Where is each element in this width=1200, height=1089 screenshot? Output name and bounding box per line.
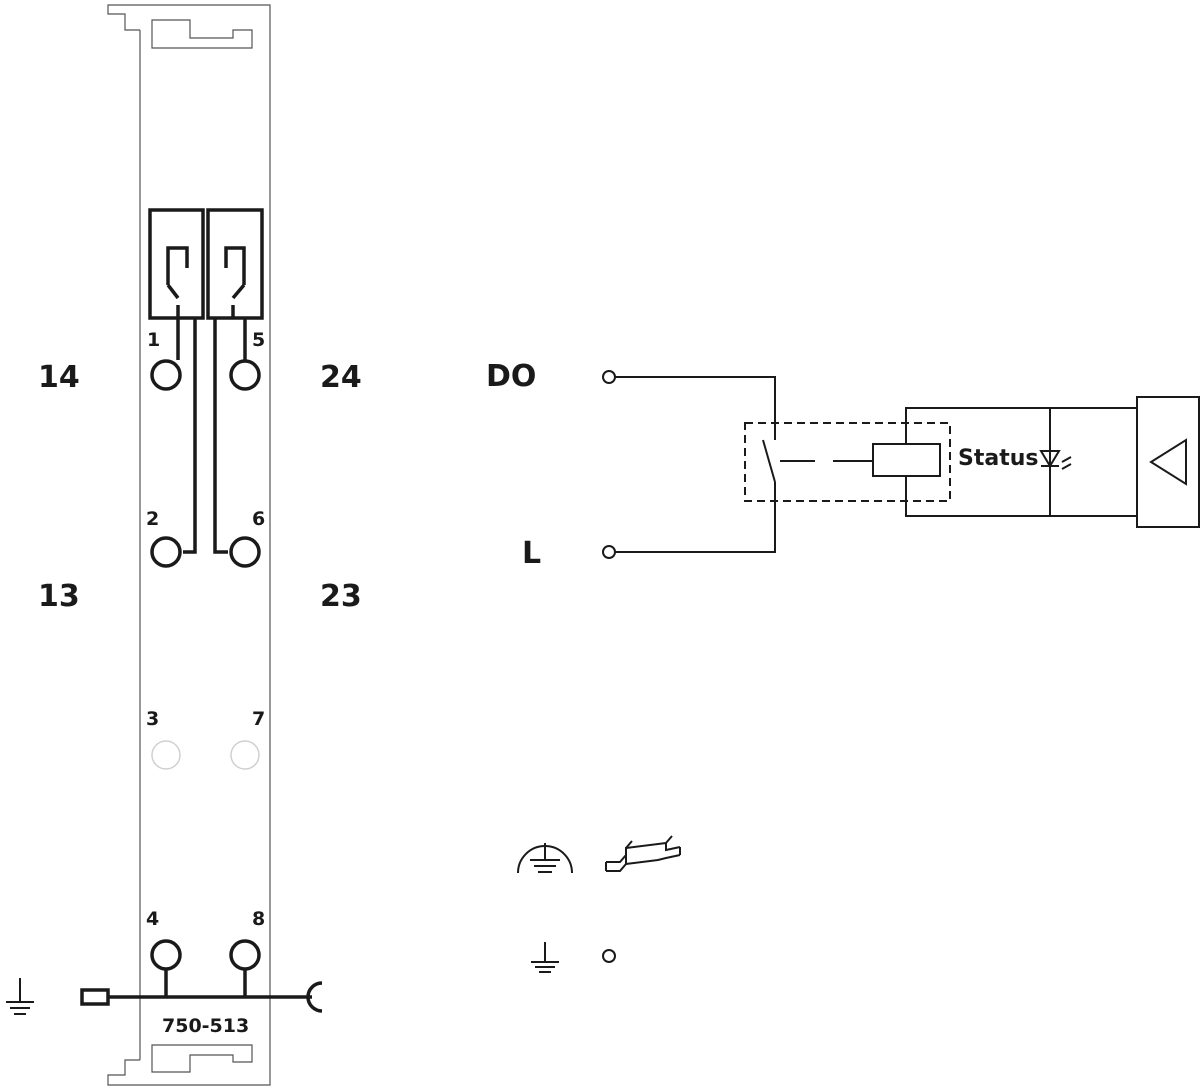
do-label: DO <box>486 359 536 394</box>
pin-label-5: 5 <box>252 329 265 351</box>
status-label: Status <box>958 446 1038 471</box>
ground-icon <box>6 978 34 1015</box>
relay-coil <box>872 407 1050 517</box>
terminal-8 <box>229 939 261 971</box>
protective-earth-icon <box>517 843 573 874</box>
relay-contact-icon <box>206 208 264 320</box>
pin-label-7: 7 <box>252 708 265 730</box>
relay-switch <box>762 439 776 483</box>
pin-label-3: 3 <box>146 708 159 730</box>
terminal-6 <box>229 536 261 568</box>
ground-bus <box>80 969 323 1013</box>
relay-contact-icon <box>148 208 205 320</box>
terminal-7 <box>230 740 260 770</box>
ground-icon <box>531 942 559 973</box>
pin-label-4: 4 <box>146 908 159 930</box>
terminal-1 <box>150 359 182 391</box>
terminal-2 <box>150 536 182 568</box>
outer-label-13: 13 <box>38 579 80 614</box>
led-icon <box>1039 408 1072 516</box>
relay-enclosure <box>744 422 951 502</box>
pin-label-2: 2 <box>146 508 159 530</box>
l-label: L <box>522 536 541 571</box>
terminal-4 <box>150 939 182 971</box>
din-rail-icon <box>605 835 681 872</box>
pin-label-6: 6 <box>252 508 265 530</box>
amplifier-triangle-icon <box>1136 396 1200 528</box>
outer-label-23: 23 <box>320 579 362 614</box>
ground-terminal <box>602 949 616 963</box>
do-terminal <box>602 370 616 384</box>
outer-label-14: 14 <box>38 360 80 395</box>
terminal-5 <box>229 359 261 391</box>
outer-label-24: 24 <box>320 360 362 395</box>
part-number: 750-513 <box>162 1015 249 1037</box>
terminal-3 <box>151 740 181 770</box>
module-housing <box>107 4 271 1086</box>
l-terminal <box>602 545 616 559</box>
pin-label-1: 1 <box>147 329 160 351</box>
pin-label-8: 8 <box>252 908 265 930</box>
